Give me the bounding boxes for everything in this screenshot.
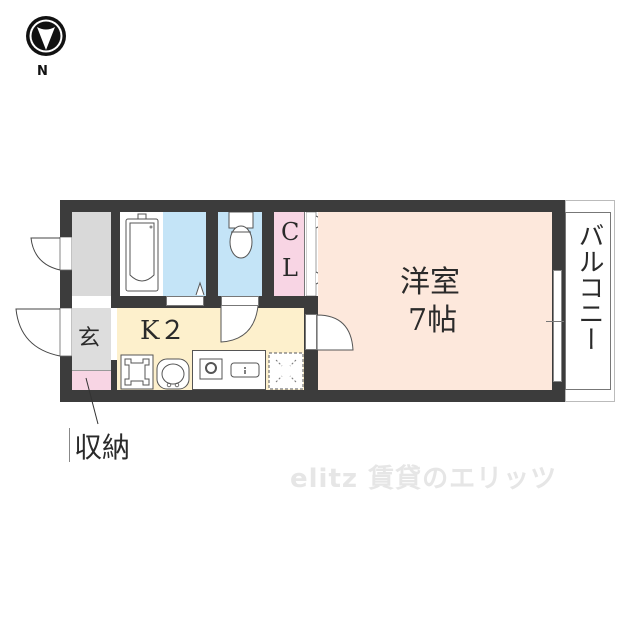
closet: [274, 212, 304, 296]
wall-toilet-closet: [262, 212, 274, 308]
wall-bath-toilet: [206, 212, 218, 308]
kitchen-label: K２: [140, 316, 186, 346]
refrigerator-space-icon: [268, 352, 304, 390]
closet-label-c: C: [281, 218, 300, 246]
balcony-label: バルコニー: [574, 222, 604, 352]
storage-pointer-line: [85, 377, 99, 425]
western-room: [318, 212, 552, 390]
north-arrow-icon: [26, 16, 66, 56]
wall-middle-horizontal: [111, 296, 319, 308]
entrance-door-swing-icon: [15, 308, 72, 357]
watermark: elitz 賃貸のエリッツ: [290, 464, 558, 494]
wall-utility-right: [111, 212, 120, 308]
outer-wall-bottom: [60, 390, 565, 402]
western-room-label: 洋室: [400, 265, 460, 300]
western-room-size: 7帖: [408, 303, 458, 338]
washbasin-icon: [156, 358, 190, 390]
bathtub-icon: [125, 213, 159, 292]
wall-entrance-right: [111, 360, 117, 390]
washing-machine-icon: [120, 354, 154, 390]
toilet-door-swing-icon: [220, 306, 259, 343]
toilet-door-opening: [221, 296, 259, 306]
balcony-inner: [565, 212, 611, 390]
sink-icon: [230, 362, 260, 378]
bath-door-opening: [166, 296, 204, 306]
storage: [72, 370, 111, 390]
stove-icon: [199, 358, 223, 380]
outer-wall-top: [60, 200, 565, 212]
entrance: [72, 308, 111, 370]
balcony-window: [553, 270, 562, 382]
outer-wall-left: [60, 200, 72, 402]
storage-label-bar: [69, 428, 70, 462]
closet-label-l: L: [282, 254, 298, 282]
bath-door-icon: [195, 281, 205, 296]
room-door-opening: [305, 314, 317, 350]
entrance-label: 玄: [78, 326, 101, 351]
utility-space: [72, 212, 111, 296]
balcony: [565, 200, 615, 402]
storage-label: 収納: [74, 431, 131, 464]
balcony-window-mark: [546, 321, 564, 322]
room-door-swing-icon: [317, 314, 354, 351]
north-label: N: [37, 64, 48, 79]
upper-door-swing-icon: [30, 237, 72, 271]
toilet-icon: [228, 212, 254, 259]
bathroom: [163, 212, 206, 296]
